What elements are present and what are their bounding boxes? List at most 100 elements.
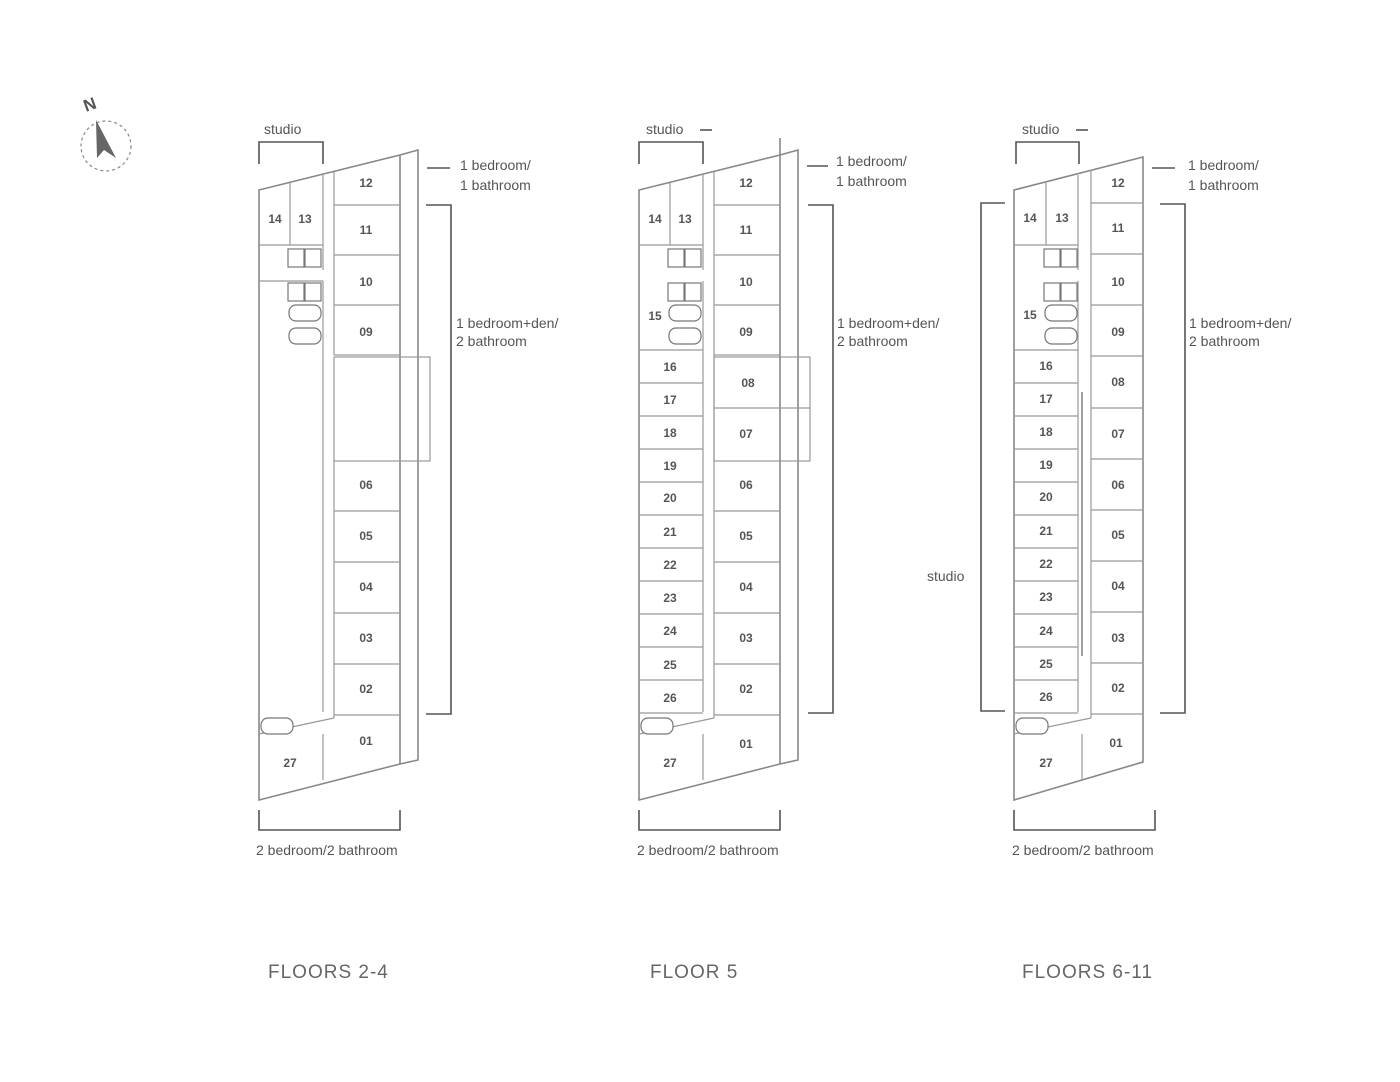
one-bed-label: 1 bathroom bbox=[460, 177, 531, 193]
studio-label: studio bbox=[264, 121, 302, 137]
north-label: N bbox=[81, 94, 99, 116]
unit-number: 14 bbox=[648, 212, 662, 226]
unit-number: 17 bbox=[663, 393, 677, 407]
unit-number: 05 bbox=[1111, 528, 1125, 542]
unit-number: 27 bbox=[1039, 756, 1053, 770]
unit-number: 05 bbox=[739, 529, 753, 543]
unit-number: 19 bbox=[1039, 458, 1053, 472]
unit-number: 17 bbox=[1039, 392, 1053, 406]
plan-floors-6-11: 12 14 13 11 10 15 09 16 08 17 18 07 19 2… bbox=[927, 121, 1291, 983]
two-bed-label: 2 bedroom/2 bathroom bbox=[256, 842, 398, 858]
two-bed-bracket bbox=[1013, 810, 1156, 831]
studio-label: studio bbox=[1022, 121, 1060, 137]
unit-number: 27 bbox=[663, 756, 677, 770]
building-outline bbox=[1013, 155, 1144, 802]
unit-number: 06 bbox=[1111, 478, 1125, 492]
studio-bracket bbox=[638, 141, 704, 164]
unit-number: 20 bbox=[1039, 490, 1053, 504]
unit-number: 11 bbox=[360, 223, 373, 237]
studio-label: studio bbox=[646, 121, 684, 137]
unit-number: 25 bbox=[663, 658, 677, 672]
unit-number: 18 bbox=[1039, 425, 1053, 439]
one-bed-den-label: 1 bedroom+den/ bbox=[456, 315, 558, 331]
one-bed-den-bracket bbox=[808, 204, 834, 714]
unit-number: 03 bbox=[739, 631, 753, 645]
unit-number: 21 bbox=[1039, 524, 1053, 538]
unit-number: 18 bbox=[663, 426, 677, 440]
unit-number: 23 bbox=[663, 591, 677, 605]
unit-number: 04 bbox=[359, 580, 373, 594]
unit-number: 11 bbox=[1112, 221, 1125, 235]
unit-number: 15 bbox=[648, 309, 662, 323]
one-bed-den-label: 1 bedroom+den/ bbox=[1189, 315, 1291, 331]
unit-number: 19 bbox=[663, 459, 677, 473]
unit-number: 27 bbox=[283, 756, 297, 770]
one-bed-den-label: 2 bathroom bbox=[1189, 333, 1260, 349]
unit-number: 03 bbox=[1111, 631, 1125, 645]
unit-number: 16 bbox=[663, 360, 677, 374]
unit-number: 26 bbox=[663, 691, 677, 705]
unit-number: 12 bbox=[359, 176, 373, 190]
unit-number: 24 bbox=[1039, 624, 1053, 638]
unit-number: 08 bbox=[1111, 375, 1125, 389]
one-bed-den-label: 2 bathroom bbox=[456, 333, 527, 349]
elevator-core bbox=[1015, 248, 1078, 735]
unit-number: 05 bbox=[359, 529, 373, 543]
unit-number: 12 bbox=[1111, 176, 1125, 190]
elevator-core bbox=[640, 248, 702, 735]
studio-bracket bbox=[1015, 141, 1080, 164]
unit-number: 24 bbox=[663, 624, 677, 638]
unit-number: 09 bbox=[1111, 325, 1125, 339]
plan-title: FLOORS 6-11 bbox=[1022, 962, 1153, 983]
two-bed-label: 2 bedroom/2 bathroom bbox=[637, 842, 779, 858]
two-bed-bracket bbox=[258, 810, 401, 831]
unit-number: 01 bbox=[359, 734, 373, 748]
unit-number: 21 bbox=[663, 525, 677, 539]
one-bed-label: 1 bedroom/ bbox=[460, 157, 531, 173]
unit-number: 14 bbox=[268, 212, 282, 226]
plan-floors-2-4: 12 14 13 11 10 09 06 05 04 03 02 01 27 s… bbox=[256, 121, 558, 983]
unit-number: 13 bbox=[298, 212, 312, 226]
unit-number: 10 bbox=[739, 275, 753, 289]
one-bed-den-label: 2 bathroom bbox=[837, 333, 908, 349]
two-bed-bracket bbox=[638, 810, 781, 831]
unit-number: 02 bbox=[739, 682, 753, 696]
one-bed-den-bracket bbox=[1160, 203, 1186, 714]
studio-side-label: studio bbox=[927, 568, 965, 584]
unit-number: 25 bbox=[1039, 657, 1053, 671]
one-bed-den-label: 1 bedroom+den/ bbox=[837, 315, 939, 331]
studio-side-bracket bbox=[980, 202, 1005, 712]
one-bed-label: 1 bedroom/ bbox=[1188, 157, 1259, 173]
unit-number: 01 bbox=[739, 737, 753, 751]
plan-title: FLOOR 5 bbox=[650, 962, 738, 983]
one-bed-den-bracket bbox=[426, 204, 452, 715]
building-outline bbox=[638, 138, 811, 802]
unit-number: 10 bbox=[359, 275, 373, 289]
building-outline bbox=[258, 148, 431, 802]
unit-number: 01 bbox=[1109, 736, 1123, 750]
unit-number: 26 bbox=[1039, 690, 1053, 704]
unit-number: 09 bbox=[739, 325, 753, 339]
one-bed-label: 1 bathroom bbox=[1188, 177, 1259, 193]
unit-number: 11 bbox=[740, 223, 753, 237]
studio-bracket bbox=[258, 141, 324, 164]
unit-number: 14 bbox=[1023, 211, 1037, 225]
unit-number: 22 bbox=[1039, 557, 1053, 571]
unit-number: 08 bbox=[741, 376, 755, 390]
unit-number: 03 bbox=[359, 631, 373, 645]
unit-number: 16 bbox=[1039, 359, 1053, 373]
unit-number: 02 bbox=[359, 682, 373, 696]
unit-number: 23 bbox=[1039, 590, 1053, 604]
two-bed-label: 2 bedroom/2 bathroom bbox=[1012, 842, 1154, 858]
plan-floor-5: 12 14 13 11 10 15 09 16 08 17 18 07 19 2… bbox=[637, 121, 939, 983]
one-bed-label: 1 bathroom bbox=[836, 173, 907, 189]
unit-number: 02 bbox=[1111, 681, 1125, 695]
unit-number: 22 bbox=[663, 558, 677, 572]
unit-number: 13 bbox=[1055, 211, 1069, 225]
unit-number: 07 bbox=[1111, 427, 1125, 441]
unit-number: 09 bbox=[359, 325, 373, 339]
unit-number: 04 bbox=[1111, 579, 1125, 593]
unit-number: 04 bbox=[739, 580, 753, 594]
unit-number: 13 bbox=[678, 212, 692, 226]
